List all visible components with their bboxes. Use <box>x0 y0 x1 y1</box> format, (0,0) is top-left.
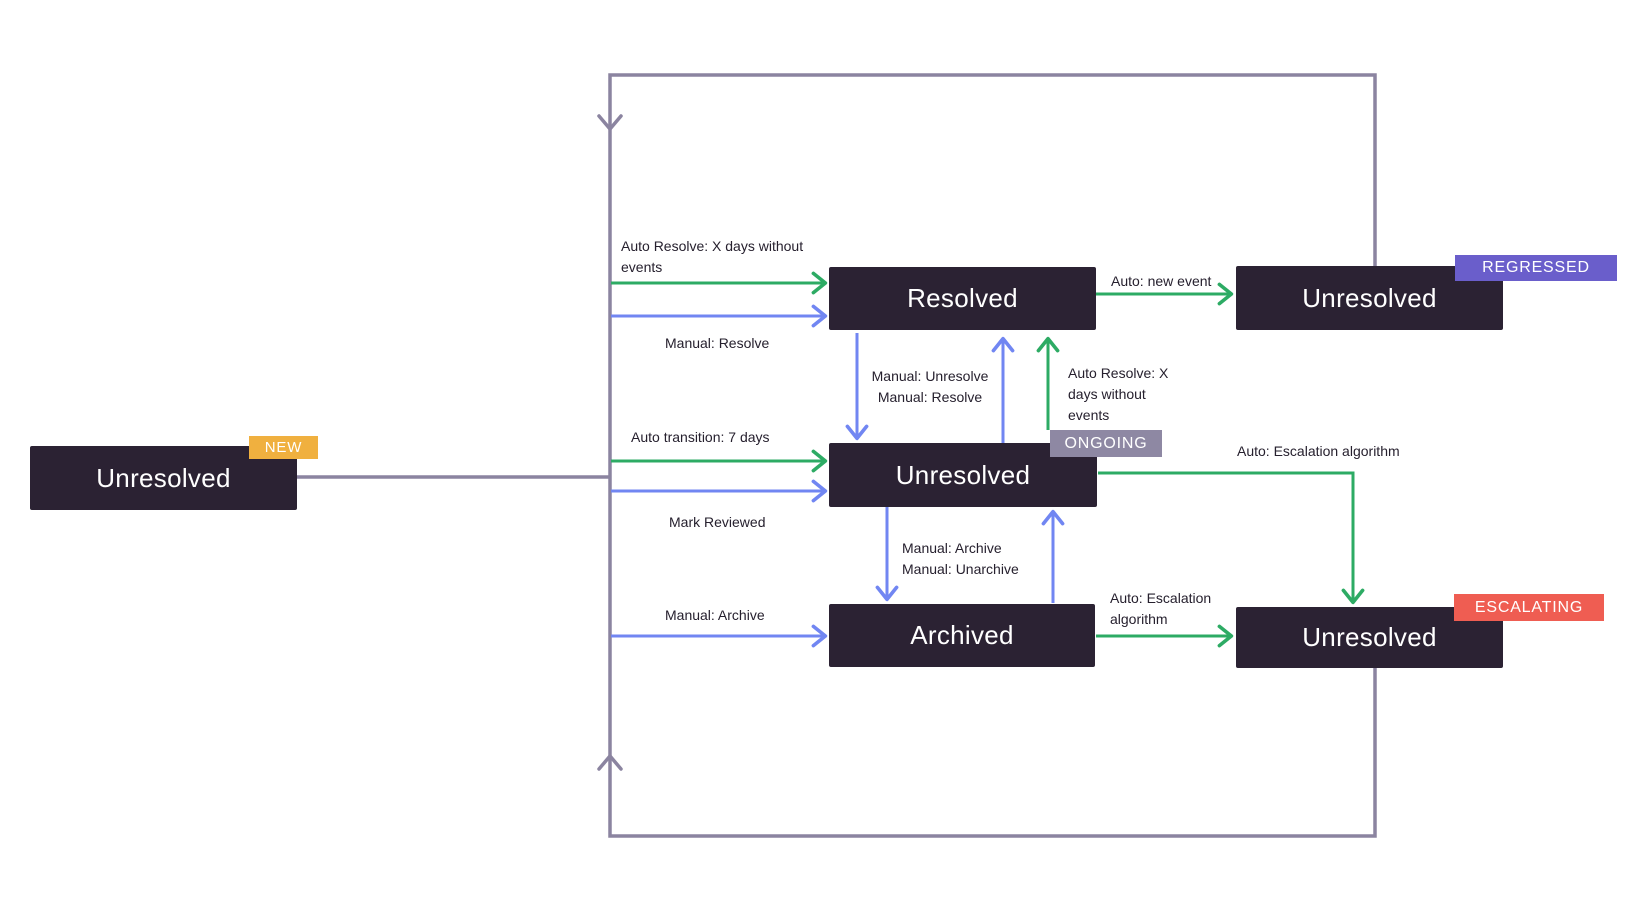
state-label: Unresolved <box>96 462 231 493</box>
state-label: Unresolved <box>1302 622 1437 652</box>
edge-label-auto-resolve-right: Auto Resolve: X days without events <box>1068 365 1169 423</box>
state-box-unresolved-new: Unresolved <box>30 446 297 510</box>
edge-label-auto-transition: Auto transition: 7 days <box>631 429 770 445</box>
edge-label-manual-archive-unarchive: Manual: Archive Manual: Unarchive <box>902 540 1019 577</box>
return-loop-line <box>608 73 1377 838</box>
edge-label-auto-escalation-bottom: Auto: Escalation algorithm <box>1110 590 1212 627</box>
badge-escalating: ESCALATING <box>1454 594 1604 621</box>
badge-regressed: REGRESSED <box>1455 255 1617 281</box>
edge-label-manual-resolve-top: Manual: Resolve <box>665 335 770 351</box>
badge-new: NEW <box>249 436 318 459</box>
state-box-resolved: Resolved <box>829 267 1096 330</box>
edge-label-auto-escalation-top: Auto: Escalation algorithm <box>1237 443 1400 459</box>
state-label: Unresolved <box>895 459 1031 490</box>
edge-label-manual-unresolve-resolve: Manual: Unresolve Manual: Resolve <box>871 368 989 405</box>
edge-label-manual-archive-left: Manual: Archive <box>665 607 765 623</box>
rail-chevron-down-icon <box>597 114 623 131</box>
state-label: Archived <box>910 620 1014 650</box>
state-label: Unresolved <box>1302 282 1437 313</box>
edge-label-auto-resolve-top: Auto Resolve: X days without events <box>621 238 804 275</box>
state-label: Resolved <box>907 283 1018 313</box>
badge-ongoing: ONGOING <box>1050 430 1162 457</box>
rail-chevron-up-icon <box>597 754 623 771</box>
arrow-auto-escalation-from-ongoing <box>1098 471 1365 605</box>
edge-label-auto-new-event: Auto: new event <box>1111 273 1212 289</box>
state-box-archived: Archived <box>829 604 1095 667</box>
edge-label-mark-reviewed: Mark Reviewed <box>669 514 766 530</box>
